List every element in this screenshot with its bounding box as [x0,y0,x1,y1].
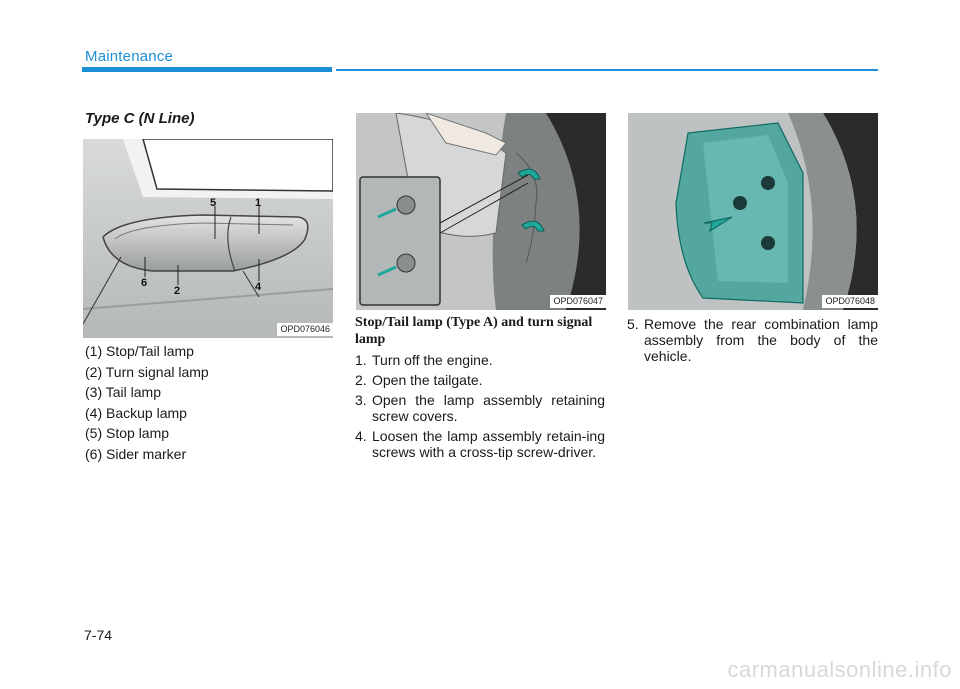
legend-item: (6) Sider marker [85,445,187,462]
callout-4: 4 [255,281,262,293]
step-text: Loosen the lamp assembly retain-ing scre… [372,428,605,460]
callout-2: 2 [174,285,180,297]
figure-code: OPD076048 [822,295,878,308]
callout-legend: (1) Stop/Tail lamp (2) Turn signal lamp … [85,341,209,464]
figure-tail-lamp-callouts: 5 1 6 2 4 OPD076046 [83,139,333,338]
page-heading: Type C (N Line) [85,110,195,127]
legend-item: (2) Turn signal lamp [85,363,209,380]
lamp-removal-illustration [628,113,878,310]
step-number: 2. [355,372,367,388]
figure-code: OPD076047 [550,295,606,308]
step-number: 4. [355,428,367,444]
step-item: 5. Remove the rear combination lamp assem… [627,316,878,364]
step-text: Remove the rear combination lamp assembl… [644,316,878,364]
tail-lamp-illustration: 5 1 6 2 4 [83,139,333,338]
figure-remove-lamp: OPD076048 [628,113,878,310]
figure-code: OPD076046 [277,323,333,336]
legend-item: (5) Stop lamp [85,425,170,441]
callout-1: 1 [255,197,261,209]
steps-list-middle: 1. Turn off the engine. 2. Open the tailga… [355,352,605,464]
figure-loosen-screws: OPD076047 [356,113,606,310]
steps-list-right: 5. Remove the rear combination lamp assem… [627,316,878,368]
step-item: 4. Loosen the lamp assembly retain-ing sc… [355,428,605,460]
legend-item: (3) Tail lamp [85,384,161,400]
step-number: 1. [355,352,367,368]
page-number: 7-74 [84,627,113,643]
step-number: 5. [627,316,639,332]
screw-removal-illustration [356,113,606,310]
step-number: 3. [355,392,367,408]
header-rule-thick [82,67,332,72]
section-title: Maintenance [85,48,174,65]
watermark: carmanualsonline.info [727,657,952,682]
step-item: 3. Open the lamp assembly retaining screw… [355,392,605,424]
step-item: 1. Turn off the engine. [355,352,605,368]
header-rule-thin [336,69,878,71]
callout-6: 6 [141,277,147,289]
step-text: Turn off the engine. [372,352,493,368]
step-text: Open the tailgate. [372,372,483,388]
step-text: Open the lamp assembly retaining screw c… [372,392,605,424]
callout-5: 5 [210,197,216,209]
subsection-heading: Stop/Tail lamp (Type A) and turn signal … [355,315,593,347]
legend-item: (1) Stop/Tail lamp [85,343,194,359]
legend-item: (4) Backup lamp [85,404,187,421]
step-item: 2. Open the tailgate. [355,372,605,388]
